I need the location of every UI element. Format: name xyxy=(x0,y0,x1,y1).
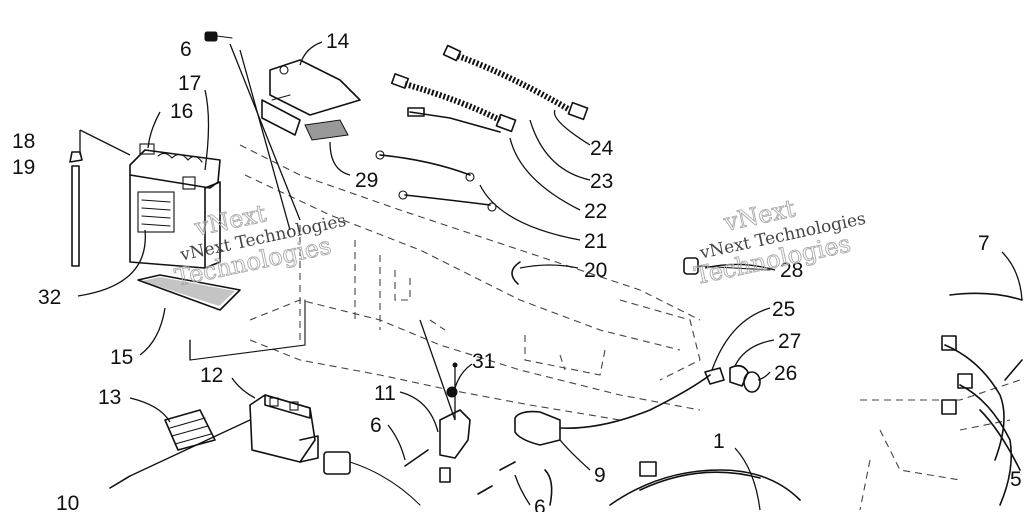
ignition-coil xyxy=(249,394,319,463)
callout-25: 25 xyxy=(772,298,795,321)
callout-11: 11 xyxy=(374,382,396,405)
frame-outline xyxy=(239,144,1021,511)
callout-19: 19 xyxy=(12,156,35,179)
callout-6-mid: 6 xyxy=(370,414,382,437)
callout-20: 20 xyxy=(584,259,607,282)
callout-1: 1 xyxy=(713,430,725,453)
watermark-left: vNext vNext Technologies Technologies xyxy=(172,199,348,293)
callout-7: 7 xyxy=(978,232,990,255)
callout-12: 12 xyxy=(200,364,223,387)
callout-6-top: 6 xyxy=(180,38,192,61)
callout-17: 17 xyxy=(178,72,201,95)
callout-labels: 14 6 17 16 18 19 32 15 13 12 11 31 6 10 … xyxy=(12,30,1022,512)
callout-13: 13 xyxy=(98,386,121,409)
bracket xyxy=(229,43,361,231)
battery-cables xyxy=(375,44,589,212)
callout-32: 32 xyxy=(38,286,61,309)
callout-31: 31 xyxy=(472,350,495,373)
callout-18: 18 xyxy=(12,130,35,153)
callout-29: 29 xyxy=(355,169,378,192)
callout-26: 26 xyxy=(774,362,797,385)
vent-tube xyxy=(69,129,131,267)
regulator xyxy=(164,409,216,451)
leader-lines xyxy=(77,41,1023,511)
callout-27: 27 xyxy=(778,330,801,353)
clip xyxy=(511,261,521,285)
callout-5: 5 xyxy=(1010,468,1022,491)
bolt-10 xyxy=(109,419,251,489)
connectors-lower xyxy=(323,451,553,506)
callout-14: 14 xyxy=(326,30,350,53)
callout-24: 24 xyxy=(590,137,614,160)
callout-10: 10 xyxy=(56,492,79,512)
callout-9: 9 xyxy=(594,464,606,487)
callout-6-bottom: 6 xyxy=(534,496,546,512)
bolt-top xyxy=(204,31,233,42)
watermark-right: vNext vNext Technologies Technologies xyxy=(692,194,868,291)
callout-16: 16 xyxy=(170,100,193,123)
battery xyxy=(129,143,221,269)
callout-15: 15 xyxy=(110,346,133,369)
relay xyxy=(404,319,471,467)
callout-21: 21 xyxy=(584,230,607,253)
spark-coil xyxy=(499,364,761,471)
callout-22: 22 xyxy=(584,200,607,223)
callout-28: 28 xyxy=(780,259,803,282)
wiring-harness xyxy=(609,292,1023,506)
callout-23: 23 xyxy=(590,170,613,193)
